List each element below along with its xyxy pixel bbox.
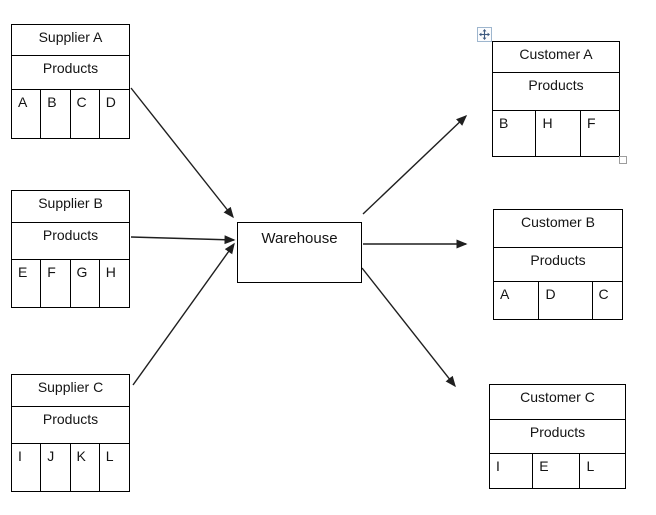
- product-cell[interactable]: I: [490, 454, 534, 488]
- product-cell[interactable]: E: [12, 260, 42, 307]
- table-title[interactable]: Customer B: [494, 210, 622, 248]
- product-cell[interactable]: F: [41, 260, 71, 307]
- products-header[interactable]: Products: [493, 73, 619, 111]
- product-cell[interactable]: A: [494, 282, 540, 319]
- product-cell[interactable]: G: [71, 260, 100, 307]
- product-cell[interactable]: H: [536, 111, 581, 156]
- table-title[interactable]: Customer C: [490, 385, 625, 420]
- supplier-a-table[interactable]: Supplier A Products A B C D: [11, 24, 130, 139]
- product-cells: A B C D: [12, 90, 129, 138]
- product-cell[interactable]: C: [598, 286, 609, 302]
- product-cell[interactable]: J: [41, 444, 71, 491]
- customer-a-table[interactable]: Customer A Products B H F: [492, 41, 620, 157]
- products-header[interactable]: Products: [12, 56, 129, 90]
- arrow-supplier-b-to-warehouse[interactable]: [130, 235, 236, 245]
- table-title[interactable]: Supplier C: [12, 375, 129, 407]
- move-arrows-icon: [479, 29, 490, 40]
- warehouse-box[interactable]: Warehouse: [237, 222, 362, 283]
- product-cells: I E L: [490, 454, 625, 488]
- product-cell[interactable]: L: [586, 458, 595, 474]
- products-header[interactable]: Products: [490, 420, 625, 454]
- product-cell[interactable]: K: [71, 444, 100, 491]
- product-cells: A D C: [494, 282, 622, 319]
- product-cell[interactable]: C: [71, 90, 100, 138]
- product-cell[interactable]: D: [105, 94, 116, 110]
- arrow-supplier-c-to-warehouse[interactable]: [132, 242, 235, 386]
- product-cell[interactable]: D: [539, 282, 593, 319]
- product-cell[interactable]: A: [12, 90, 42, 138]
- customer-c-table[interactable]: Customer C Products I E L: [489, 384, 626, 489]
- supplier-c-table[interactable]: Supplier C Products I J K L: [11, 374, 130, 492]
- arrow-warehouse-to-customer-c[interactable]: [361, 267, 456, 388]
- product-cell[interactable]: E: [533, 454, 581, 488]
- product-cells: B H F: [493, 111, 619, 156]
- product-cells: I J K L: [12, 444, 129, 491]
- product-cell[interactable]: F: [586, 115, 596, 131]
- products-header[interactable]: Products: [12, 223, 129, 260]
- table-title[interactable]: Customer A: [493, 42, 619, 73]
- products-header[interactable]: Products: [494, 248, 622, 282]
- products-header[interactable]: Products: [12, 407, 129, 444]
- table-resize-handle[interactable]: [619, 156, 627, 164]
- product-cell[interactable]: H: [105, 264, 116, 280]
- arrow-supplier-a-to-warehouse[interactable]: [130, 87, 234, 219]
- product-cell[interactable]: L: [105, 448, 114, 464]
- supplier-b-table[interactable]: Supplier B Products E F G H: [11, 190, 130, 308]
- customer-b-table[interactable]: Customer B Products A D C: [493, 209, 623, 320]
- warehouse-label: Warehouse: [261, 230, 338, 247]
- product-cells: E F G H: [12, 260, 129, 307]
- product-cell[interactable]: B: [493, 111, 537, 156]
- arrow-warehouse-to-customer-a[interactable]: [362, 114, 468, 215]
- product-cell[interactable]: I: [12, 444, 42, 491]
- table-title[interactable]: Supplier B: [12, 191, 129, 223]
- table-title[interactable]: Supplier A: [12, 25, 129, 56]
- product-cell[interactable]: B: [41, 90, 71, 138]
- table-move-handle[interactable]: [477, 27, 492, 42]
